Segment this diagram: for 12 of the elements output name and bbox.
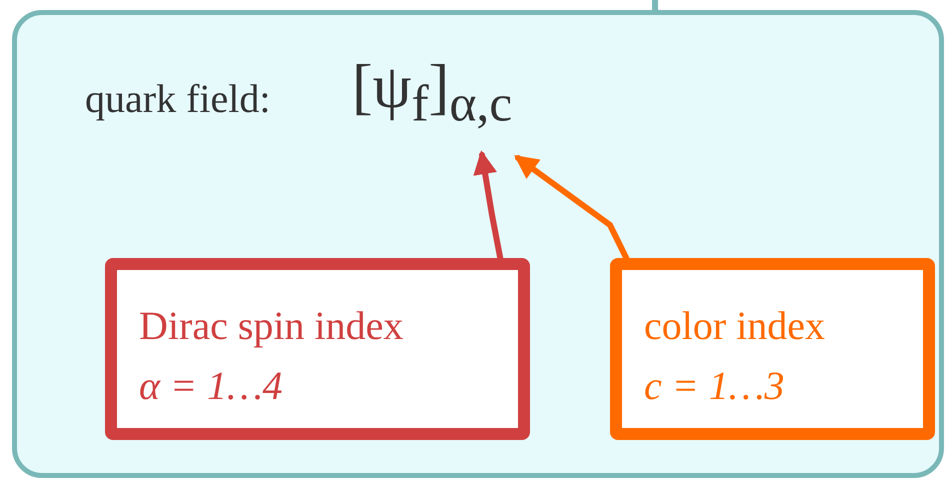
annotation-title: Dirac spin index — [139, 304, 404, 348]
connector-line — [652, 0, 658, 13]
annotation-formula: c = 1…3 — [644, 364, 784, 408]
field-label: quark field: — [85, 77, 270, 121]
leader-arrow — [514, 155, 630, 261]
annotation-title: color index — [644, 304, 826, 348]
annotation-box — [610, 258, 935, 440]
panel — [12, 10, 944, 478]
formula: [ψ$_{f}$]$_{α,c}$ — [352, 53, 512, 134]
annotation-box — [105, 258, 530, 440]
annotation-formula: α = 1…4 — [139, 364, 283, 408]
leader-arrow — [473, 150, 504, 261]
